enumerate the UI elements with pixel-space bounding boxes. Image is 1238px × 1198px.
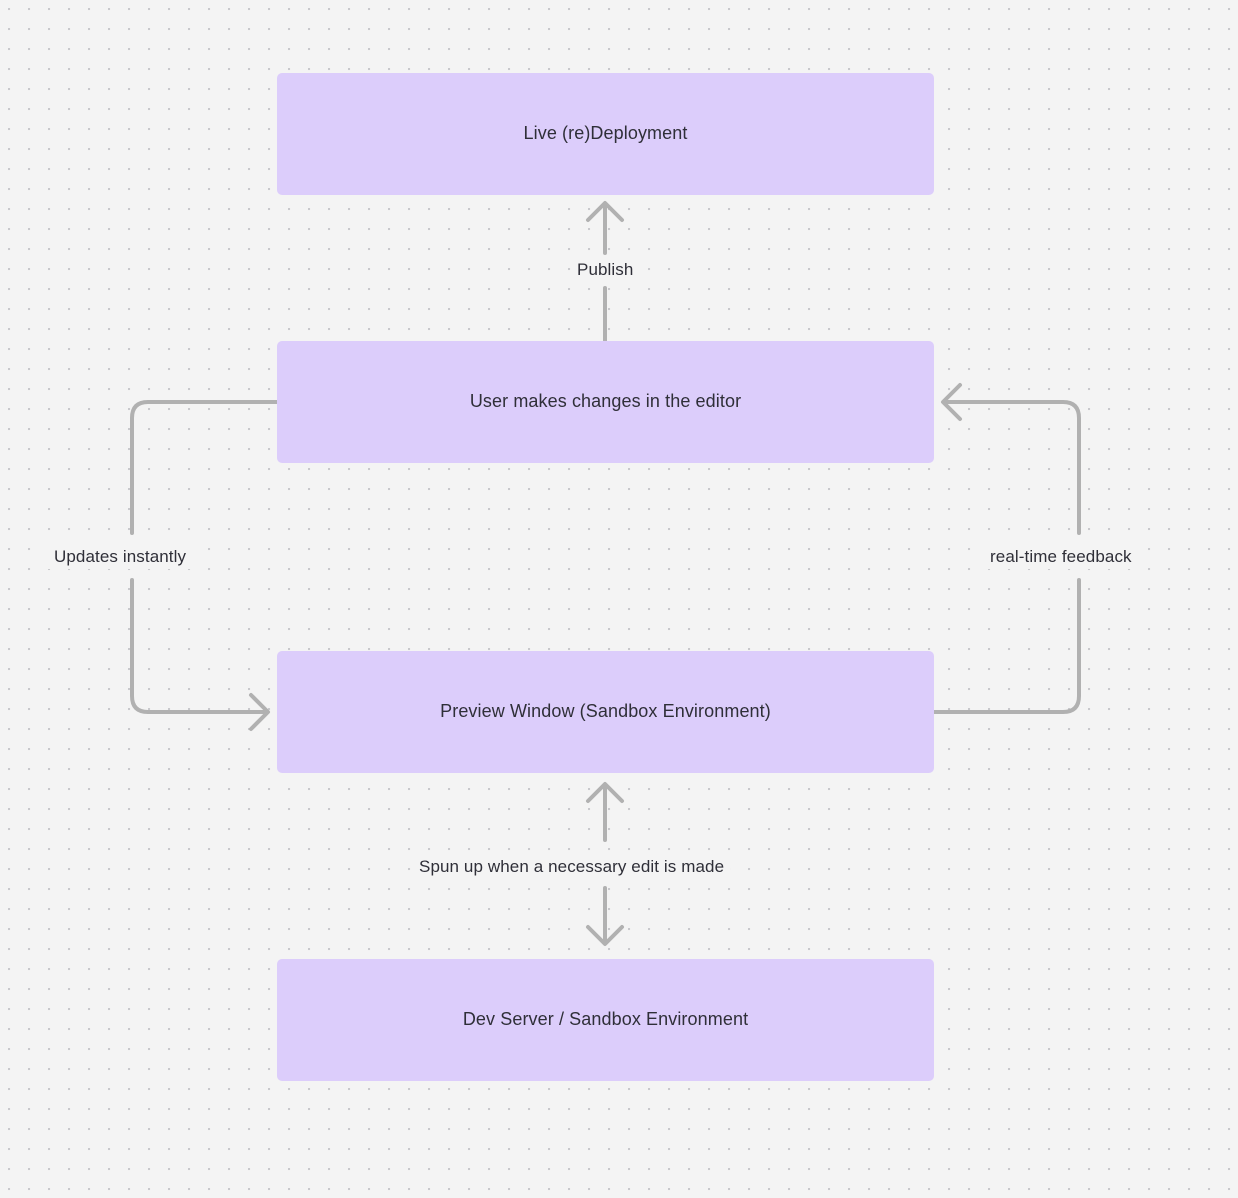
node-live-deployment[interactable]: Live (re)Deployment: [277, 73, 934, 195]
edge-updates-lower-path: [130, 578, 268, 714]
edge-updates-arrowhead: [249, 693, 270, 731]
edge-label-spun-up-when-a-necessary-edit-is-made[interactable]: Spun up when a necessary edit is made: [413, 855, 731, 879]
edge-realtime-arrowhead: [941, 383, 962, 421]
edge-label-publish[interactable]: Publish: [571, 258, 640, 282]
edge-publish-arrowhead: [586, 201, 624, 222]
node-preview-window[interactable]: Preview Window (Sandbox Environment): [277, 651, 934, 773]
node-user-edits-label: User makes changes in the editor: [469, 391, 742, 412]
edge-label-updates-instantly[interactable]: Updates instantly: [48, 545, 193, 569]
edge-spunup-arrowhead-up: [586, 782, 624, 803]
node-user-makes-changes-in-the-editor[interactable]: User makes changes in the editor: [277, 341, 934, 463]
node-live-deployment-label: Live (re)Deployment: [523, 123, 688, 144]
edge-spunup-arrowhead-down: [586, 925, 624, 946]
edge-realtime-upper-path: [943, 400, 1081, 535]
edge-label-real-time-feedback[interactable]: real-time feedback: [984, 545, 1138, 569]
node-dev-server[interactable]: Dev Server / Sandbox Environment: [277, 959, 934, 1081]
edge-updates-upper-path: [130, 400, 279, 535]
node-preview-window-label: Preview Window (Sandbox Environment): [440, 701, 771, 722]
node-dev-server-label: Dev Server / Sandbox Environment: [462, 1009, 749, 1030]
edge-realtime-lower-path: [932, 578, 1081, 714]
